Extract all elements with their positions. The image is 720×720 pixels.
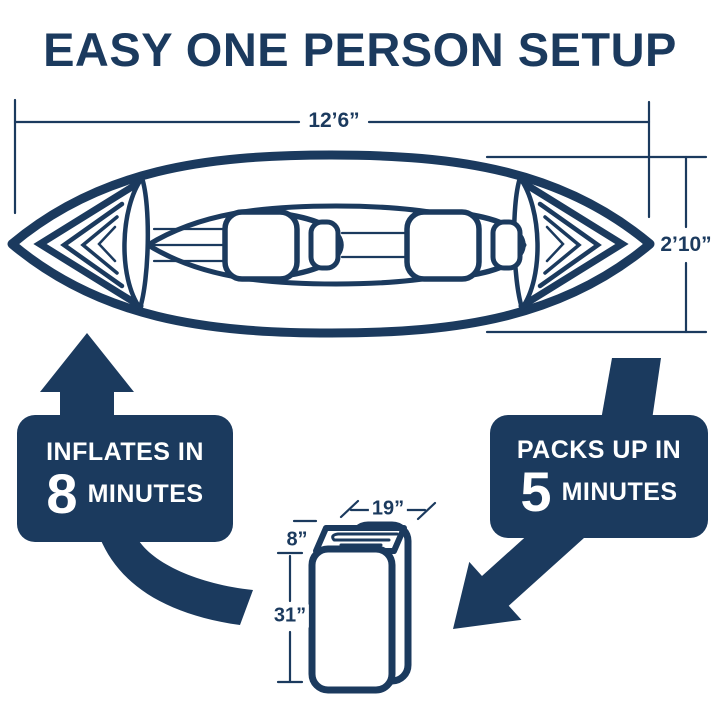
bow-chevrons [33,178,144,310]
packed-dimension-lines [276,499,437,684]
pack-minutes-unit: MINUTES [561,477,678,506]
page-title: EASY ONE PERSON SETUP [43,23,677,76]
kayak-width-label: 2’10” [657,233,715,257]
pack-heading: PACKS UP IN [516,435,682,464]
inflate-minutes-unit: MINUTES [87,479,204,508]
stern-deck-band [511,175,540,311]
packed-width-label: 19” [368,497,408,521]
pack-callout: PACKS UP IN 5 MINUTES [490,415,708,538]
rear-seat [404,209,526,282]
inflate-up-arrow [40,333,134,425]
inflate-callout: INFLATES IN 8 MINUTES [17,415,233,542]
length-dimension-lines [13,98,651,219]
packed-fold-lines [331,532,399,547]
packed-depth-label: 8” [283,528,311,552]
width-dimension-lines [485,155,708,334]
front-seat [222,209,344,282]
kayak-top-view [7,150,655,338]
inflate-minutes-number: 8 [46,462,78,526]
kayak-length-label: 12’6” [305,109,363,133]
stern-chevrons [518,178,629,310]
packed-front-roll [308,545,396,694]
pack-stem [601,358,661,420]
bow-deck-band [122,175,151,311]
inflate-tail-arrow [100,538,253,625]
inflate-heading: INFLATES IN [46,437,204,466]
packed-height-label: 31” [270,604,310,628]
pack-minutes-number: 5 [520,460,552,524]
packed-kayak [308,521,412,694]
floor-lines [150,227,408,263]
